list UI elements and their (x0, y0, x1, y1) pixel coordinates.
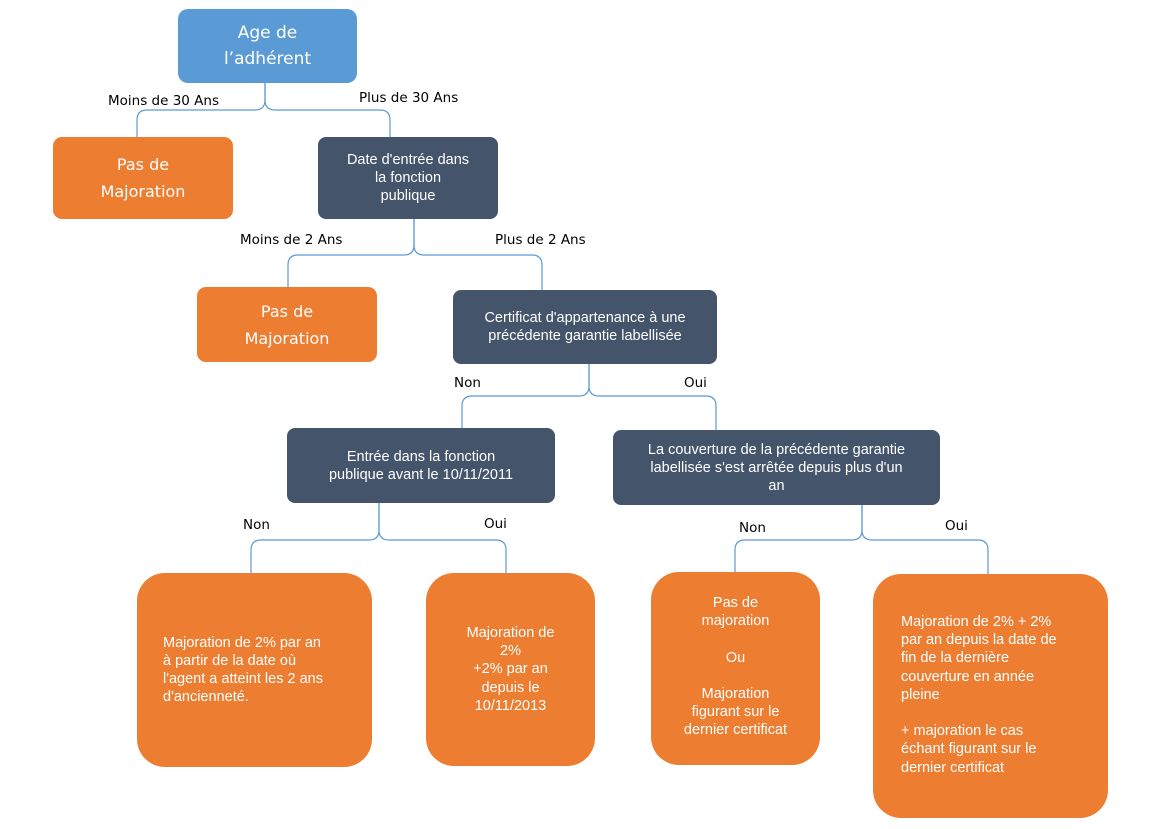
connector-stopped-non (734, 505, 863, 572)
node-majoration-anciennete: Majoration de 2% par an à partir de la d… (137, 573, 372, 767)
connector-cert-oui (588, 364, 717, 430)
connector-stopped-oui (861, 505, 989, 574)
node-couverture-arretee: La couverture de la précédente garantie … (613, 430, 940, 505)
node-majoration-2013: Majoration de 2% +2% par an depuis le 10… (426, 573, 595, 766)
edge-label-avant-2011-non: Non (243, 517, 270, 533)
edge-label-avant-2011-oui: Oui (484, 516, 507, 532)
node-entree-avant-2011: Entrée dans la fonction publique avant l… (287, 428, 555, 503)
edge-label-certificat-non: Non (454, 375, 481, 391)
edge-label-moins-2-ans: Moins de 2 Ans (240, 232, 343, 248)
edge-label-plus-30-ans: Plus de 30 Ans (359, 90, 459, 106)
node-date-entree-fonction-publique: Date d'entrée dans la fonction publique (318, 137, 498, 219)
connector-age-over-30 (264, 83, 391, 137)
edge-label-certificat-oui: Oui (684, 375, 707, 391)
node-pas-de-majoration-1: Pas de Majoration (53, 137, 233, 219)
edge-label-moins-30-ans: Moins de 30 Ans (108, 93, 219, 109)
connector-before2011-oui (378, 503, 507, 573)
edge-label-plus-2-ans: Plus de 2 Ans (495, 232, 586, 248)
connector-age-under-30 (136, 83, 266, 137)
node-certificat-appartenance: Certificat d'appartenance à une précéden… (453, 290, 717, 364)
connector-cert-non (461, 364, 590, 428)
connector-before2011-non (250, 503, 380, 573)
connector-entry-over-2 (413, 219, 543, 290)
node-age-adherent: Age de l’adhérent (178, 9, 357, 83)
node-majoration-certificat: Pas de majoration Ou Majoration figurant… (651, 572, 820, 765)
node-majoration-fin-couverture: Majoration de 2% + 2% par an depuis la d… (873, 574, 1108, 818)
node-pas-de-majoration-2: Pas de Majoration (197, 287, 377, 362)
connector-entry-under-2 (287, 219, 415, 287)
edge-label-arretee-non: Non (739, 520, 766, 536)
edge-label-arretee-oui: Oui (945, 518, 968, 534)
